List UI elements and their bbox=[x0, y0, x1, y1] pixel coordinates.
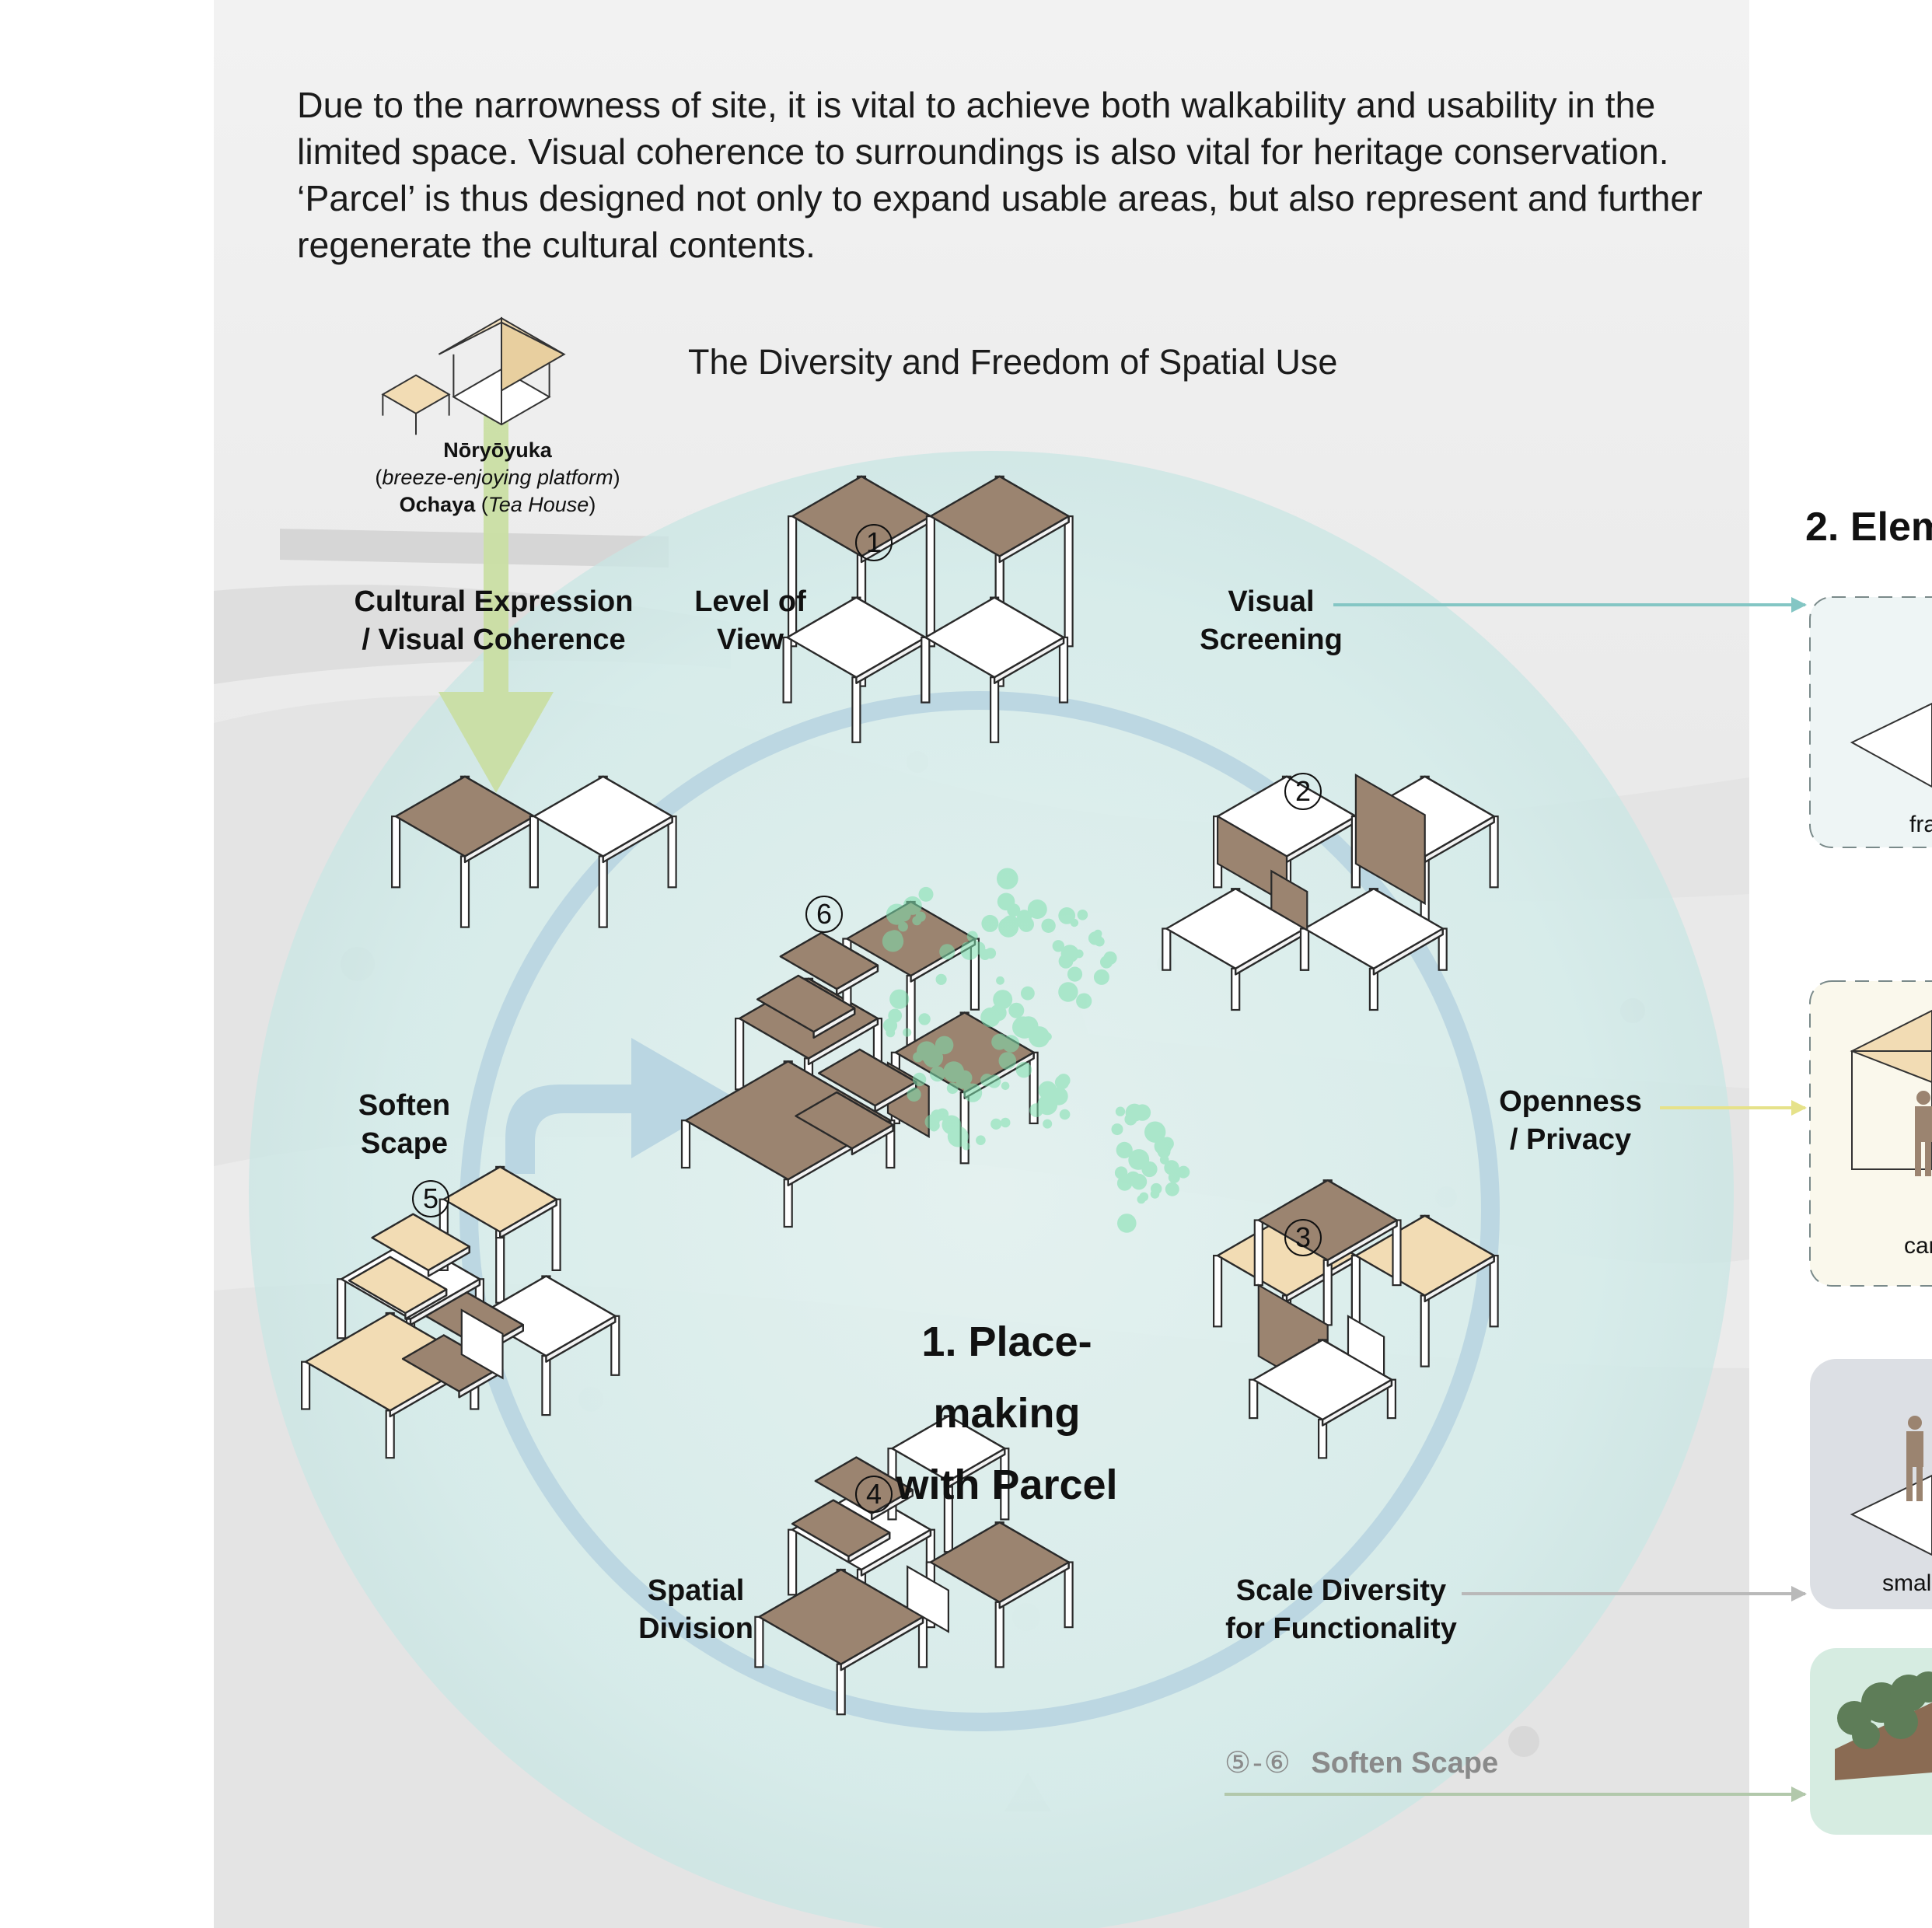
panel-caption-small: smal bbox=[1882, 1570, 1932, 1596]
label-spatial-1: Spatial bbox=[647, 1574, 745, 1607]
step-number-3: 3 bbox=[1284, 1219, 1322, 1256]
reference-pavilion bbox=[381, 316, 566, 435]
label-cultural-expression: Cultural Expression / Visual Coherence bbox=[334, 583, 653, 659]
step-number-2: 2 bbox=[1284, 773, 1322, 810]
intro-paragraph: Due to the narrowness of site, it is vit… bbox=[297, 85, 1703, 265]
panel-small bbox=[1810, 1359, 1932, 1609]
soften-scape-link: ⑤-⑥ Soften Scape bbox=[1225, 1745, 1498, 1780]
label-cultural-2: / Visual Coherence bbox=[362, 623, 626, 656]
label-scale-diversity: Scale Diversity for Functionality bbox=[1217, 1572, 1466, 1648]
module-3-openness-privacy bbox=[1212, 1179, 1499, 1459]
soften-scape-numbers: ⑤-⑥ bbox=[1225, 1747, 1292, 1780]
panel-frame bbox=[1809, 596, 1932, 848]
reference-name-2: Ochaya bbox=[399, 493, 476, 516]
cultural-arrow bbox=[438, 389, 554, 793]
label-cultural-1: Cultural Expression bbox=[354, 585, 634, 618]
panel-caption-frame: fra bbox=[1909, 812, 1932, 837]
reference-desc-1-text: breeze-enjoying platform bbox=[382, 466, 613, 489]
label-soften-1: Soften bbox=[358, 1089, 451, 1122]
label-scale-2: for Functionality bbox=[1225, 1612, 1457, 1645]
soften-scape-label: Soften Scape bbox=[1311, 1747, 1499, 1780]
module-cultural-expression bbox=[391, 775, 677, 928]
module-1-level-of-view bbox=[782, 475, 1074, 743]
step-number-1: 1 bbox=[855, 524, 893, 561]
diagram-subtitle: The Diversity and Freedom of Spatial Use bbox=[688, 342, 1338, 382]
label-soften-scape: Soften Scape bbox=[334, 1087, 474, 1163]
label-openness-2: / Privacy bbox=[1509, 1123, 1632, 1156]
label-scale-1: Scale Diversity bbox=[1235, 1574, 1447, 1607]
step-number-5: 5 bbox=[412, 1180, 449, 1217]
label-spatial-division: Spatial Division bbox=[614, 1572, 777, 1648]
step-number-6: 6 bbox=[805, 896, 843, 933]
step-number-4: 4 bbox=[855, 1476, 893, 1513]
label-visual-screening: Visual Screening bbox=[1182, 583, 1361, 659]
module-6-combined-parcel bbox=[680, 868, 1190, 1233]
reference-line-2: Ochaya (Tea House) bbox=[399, 493, 596, 516]
module-2-visual-screening bbox=[1162, 773, 1499, 1011]
reference-name-1: Nōryōyuka bbox=[443, 438, 552, 462]
section2-title: 2. Elem bbox=[1805, 505, 1932, 550]
label-openness-1: Openness bbox=[1499, 1085, 1642, 1118]
panel-caption-canopy: car bbox=[1904, 1233, 1932, 1259]
label-soften-2: Scape bbox=[361, 1127, 448, 1160]
ivy-greenery bbox=[882, 868, 1190, 1233]
parcel-modules bbox=[301, 316, 1499, 1716]
center-title: 1. Place-making with Parcel bbox=[851, 1306, 1162, 1521]
label-openness-privacy: Openness / Privacy bbox=[1481, 1083, 1660, 1159]
label-spatial-2: Division bbox=[638, 1612, 753, 1645]
label-level-1: Level of bbox=[694, 585, 806, 618]
center-title-line-2: with Parcel bbox=[896, 1462, 1118, 1508]
soften-loop-arrow bbox=[505, 1038, 735, 1174]
label-visual-1: Visual bbox=[1228, 585, 1315, 618]
reference-desc-2: Tea House bbox=[487, 493, 589, 516]
label-level-2: View bbox=[717, 623, 784, 656]
module-5-soften-scape bbox=[301, 1165, 620, 1459]
section2-panels bbox=[1809, 596, 1932, 1835]
reference-desc-1: (breeze-enjoying platform) bbox=[375, 466, 620, 489]
label-visual-2: Screening bbox=[1200, 623, 1343, 656]
label-level-of-view: Level of View bbox=[676, 583, 824, 659]
center-title-line-1: 1. Place-making bbox=[921, 1319, 1092, 1437]
